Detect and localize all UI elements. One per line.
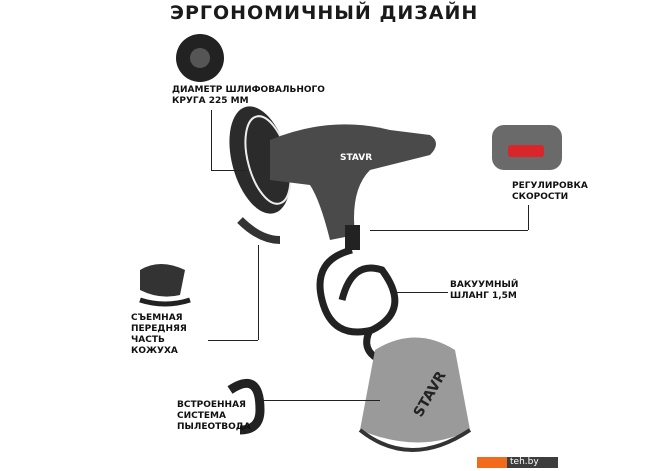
watermark-badge — [477, 457, 507, 468]
watermark-text: teh.by — [507, 457, 558, 468]
callout-disc-diameter: ДИАМЕТР ШЛИФОВАЛЬНОГО КРУГА 225 ММ — [172, 85, 325, 106]
dust-bag: STAVR — [358, 337, 472, 452]
callout-dust-extraction: ВСТРОЕННАЯ СИСТЕМА ПЫЛЕОТВОДА — [177, 400, 251, 432]
page-title: ЭРГОНОМИЧНЫЙ ДИЗАЙН — [170, 2, 479, 24]
watermark: teh.by — [477, 457, 558, 468]
dust-thumbnail — [227, 378, 265, 435]
callout-speed-control: РЕГУЛИРОВКА СКОРОСТИ — [512, 181, 588, 202]
callout-vacuum-hose: ВАКУУМНЫЙ ШЛАНГ 1,5М — [450, 280, 519, 301]
speed-thumbnail — [492, 125, 562, 170]
sander: STAVR — [229, 106, 436, 250]
hose — [316, 246, 399, 364]
brand-logo: STAVR — [340, 153, 372, 163]
cover-thumbnail — [139, 264, 191, 307]
disc-thumbnail — [176, 34, 224, 82]
callout-removable-cover: СЪЕМНАЯ ПЕРЕДНЯЯ ЧАСТЬ КОЖУХА — [131, 313, 187, 356]
